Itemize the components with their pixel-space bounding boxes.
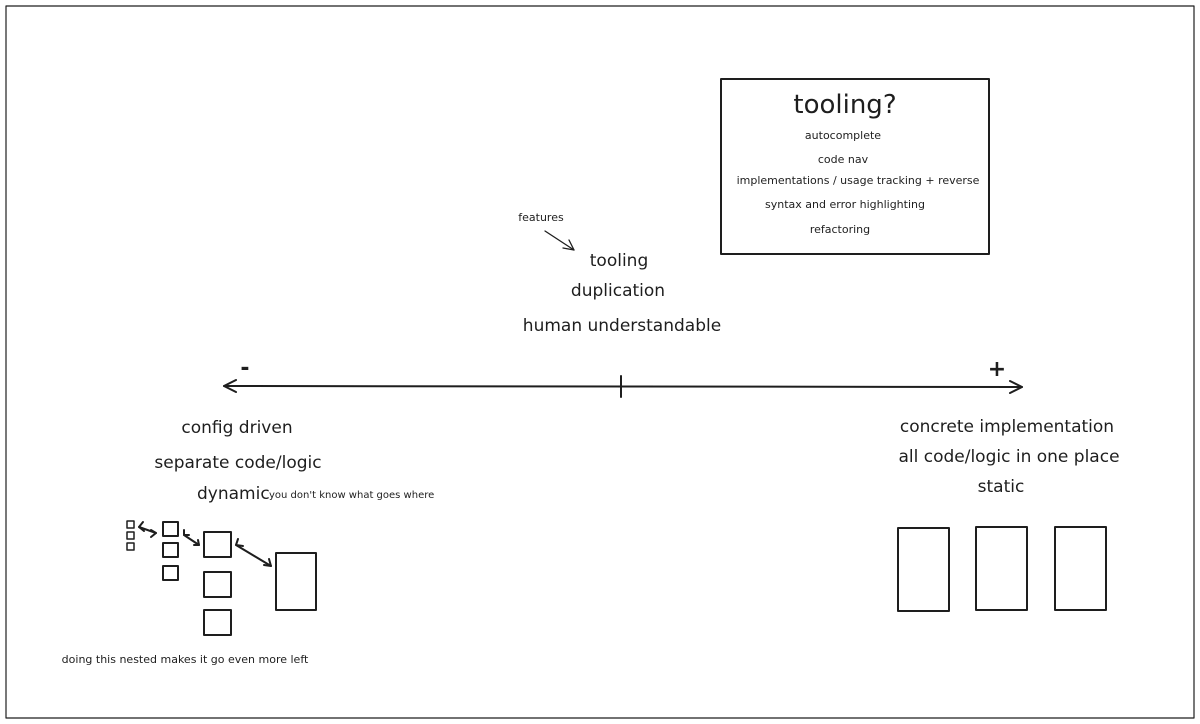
tooling-item: refactoring <box>810 223 870 236</box>
concrete-box <box>897 527 950 612</box>
axis-plus-label: + <box>988 357 1006 382</box>
nested-config-illustration <box>126 520 317 636</box>
small-box <box>162 542 179 558</box>
medium-box <box>203 609 232 636</box>
left-label-dynamic: dynamic <box>197 484 270 504</box>
right-label-static: static <box>978 477 1025 497</box>
left-label-dynamic-note: you don't know what goes where <box>269 490 434 501</box>
left-label-separate-code: separate code/logic <box>154 453 321 473</box>
features-note: features <box>518 211 564 224</box>
medium-box <box>203 531 232 558</box>
tiny-box <box>126 520 135 529</box>
features-arrow <box>544 230 575 251</box>
tooling-item: implementations / usage tracking + rever… <box>737 174 980 187</box>
double-arrow <box>183 534 200 546</box>
left-label-config-driven: config driven <box>181 418 292 438</box>
tooling-item: autocomplete <box>805 129 881 142</box>
center-label-tooling: tooling <box>590 251 648 271</box>
concrete-box <box>1054 526 1107 611</box>
axis-minus-label: - <box>240 356 249 381</box>
large-hatched-box <box>275 552 317 611</box>
outer-frame <box>5 5 1195 719</box>
spectrum-axis <box>223 375 1023 398</box>
tooling-box-title: tooling? <box>793 90 896 120</box>
center-label-duplication: duplication <box>571 281 665 301</box>
tooling-box: tooling? autocomplete code nav implement… <box>720 78 990 255</box>
right-label-concrete-implementation: concrete implementation <box>900 417 1114 437</box>
tiny-box <box>126 531 135 540</box>
small-box <box>162 565 179 581</box>
concrete-box <box>975 526 1028 611</box>
concrete-illustration <box>897 526 1107 612</box>
small-box <box>162 521 179 537</box>
right-label-all-code: all code/logic in one place <box>898 447 1119 467</box>
left-footnote: doing this nested makes it go even more … <box>62 653 309 666</box>
medium-box <box>203 571 232 598</box>
center-label-human-understandable: human understandable <box>523 316 721 336</box>
tiny-box <box>126 542 135 551</box>
double-arrow <box>235 544 272 567</box>
tooling-box-border <box>720 78 990 255</box>
tooling-item: code nav <box>818 153 869 166</box>
tooling-item: syntax and error highlighting <box>765 198 925 211</box>
